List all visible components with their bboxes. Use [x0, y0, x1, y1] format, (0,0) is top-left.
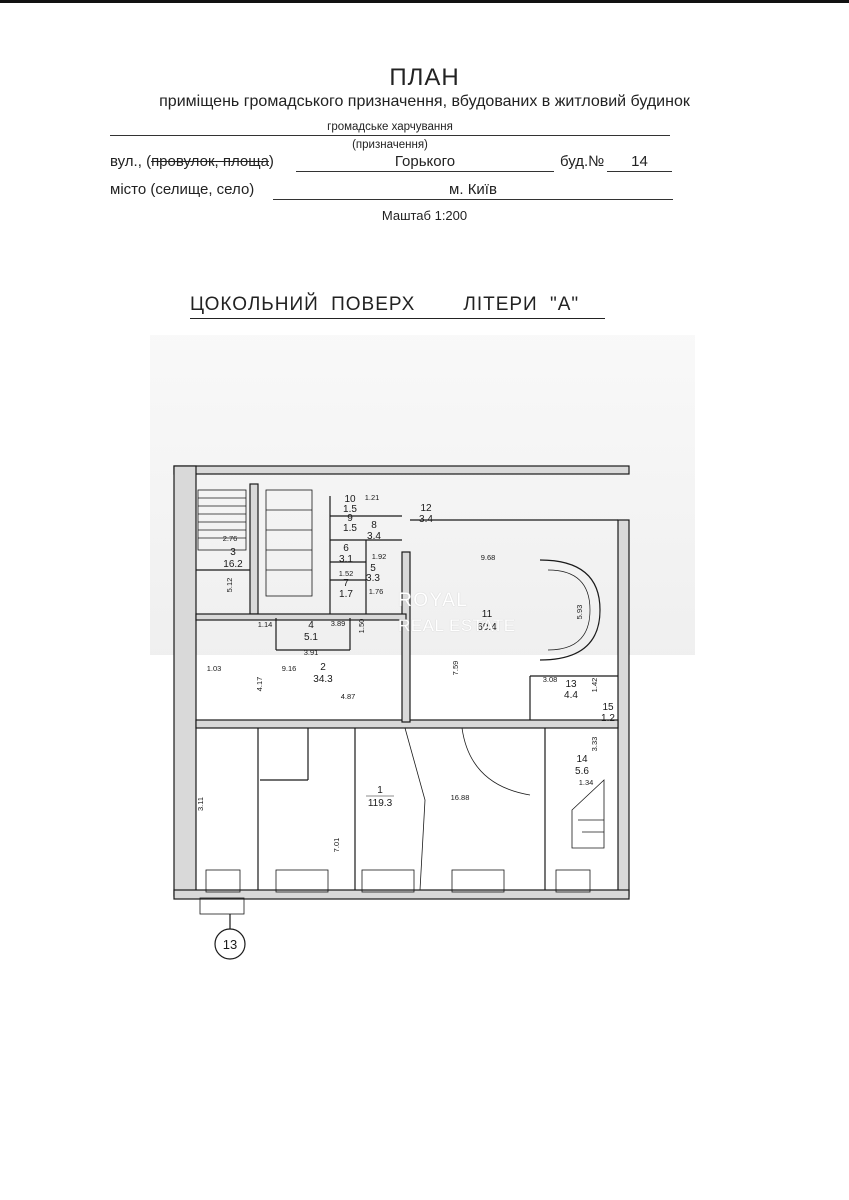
floor-name: ЦОКОЛЬНИЙ ПОВЕРХ	[190, 294, 416, 315]
dim-1-76: 1.76	[369, 587, 384, 596]
room-4-area: 5.1	[304, 632, 318, 643]
dim-1-92: 1.92	[372, 552, 387, 561]
dim-2-76: 2.76	[223, 534, 238, 543]
dim-1-50: 1.50	[357, 619, 366, 634]
room-6-number: 6	[343, 543, 349, 554]
dim-1-34: 1.34	[579, 778, 594, 787]
diagonal-wall	[404, 727, 426, 891]
room-9-number: 9	[347, 513, 353, 524]
purpose-caption: (призначення)	[352, 139, 428, 151]
room-3-area: 16.2	[223, 559, 243, 570]
room-5-area: 3.3	[366, 573, 380, 584]
windows	[199, 869, 591, 915]
dim-3-33: 3.33	[590, 737, 599, 752]
room-7-area: 1.7	[339, 589, 353, 600]
dim-3-11: 3.11	[196, 797, 205, 811]
watermark-background	[150, 335, 695, 655]
dim-1-03: 1.03	[207, 664, 222, 673]
dim-4-17: 4.17	[255, 677, 264, 692]
watermark-line-2: REAL ESTATE	[398, 616, 516, 635]
outer-walls	[173, 465, 630, 900]
city-label: місто (селище, село)	[110, 181, 255, 198]
stairs	[197, 489, 605, 849]
document-title: ПЛАН	[389, 64, 460, 91]
dim-3-08: 3.08	[543, 675, 558, 684]
room-2-area: 34.3	[313, 674, 333, 685]
dim-16-88: 16.88	[451, 793, 470, 802]
room-9-area: 1.5	[343, 523, 357, 534]
dim-1-14: 1.14	[258, 620, 273, 629]
room-10-area: 1.5	[343, 504, 357, 515]
room-11-area: 69.4	[477, 622, 497, 633]
room-15-area: 1.2	[601, 713, 615, 724]
room-8-area: 3.4	[367, 531, 381, 542]
room-13-area: 4.4	[564, 690, 578, 701]
room-11-number: 11	[482, 609, 493, 620]
city-value: м. Київ	[273, 181, 673, 200]
building-value: 14	[607, 153, 672, 172]
top-edge-rule	[0, 0, 849, 3]
dim-5-93: 5.93	[575, 605, 584, 620]
interior-partitions	[196, 496, 618, 890]
room-6-area: 3.1	[339, 554, 353, 565]
room-13-number: 13	[565, 679, 577, 690]
room-3-number: 3	[230, 547, 236, 558]
door-swing	[461, 727, 531, 796]
room-14-number: 14	[576, 754, 588, 765]
room-1-area: 119.3	[368, 798, 393, 809]
room-10-number: 10	[344, 494, 356, 505]
purpose-value: громадське харчування	[110, 121, 670, 136]
room-5-number: 5	[370, 563, 376, 574]
dim-4-87: 4.87	[341, 692, 356, 701]
dim-7-59: 7.59	[451, 661, 460, 676]
dim-3-89: 3.89	[331, 619, 346, 628]
watermark-line-1: ROYAL	[398, 590, 469, 611]
room-8-number: 8	[371, 520, 377, 531]
axis-marker-label: 13	[223, 937, 237, 952]
dim-1-52: 1.52	[339, 569, 354, 578]
room-2-number: 2	[320, 662, 326, 673]
room-14-area: 5.6	[575, 766, 589, 777]
building-label: буд.№	[560, 153, 605, 170]
dim-9-16: 9.16	[282, 664, 297, 673]
apse-wall	[539, 559, 601, 661]
apse-inner	[547, 569, 591, 651]
street-value: Горького	[296, 153, 554, 172]
dim-1-21: 1.21	[365, 493, 380, 502]
room-1-number: 1	[377, 785, 383, 796]
dim-7-01: 7.01	[332, 838, 341, 853]
room-15-number: 15	[602, 702, 614, 713]
scale-label: Маштаб 1:200	[381, 208, 468, 223]
dim-3-91: 3.91	[304, 648, 319, 657]
floor-heading: ЦОКОЛЬНИЙ ПОВЕРХ ЛІТЕРИ "А"	[190, 294, 605, 319]
document-subtitle: приміщень громадського призначення, вбуд…	[159, 93, 690, 110]
dim-5-12: 5.12	[225, 578, 234, 593]
room-7-number: 7	[343, 578, 349, 589]
floor-letter: ЛІТЕРИ "А"	[463, 294, 580, 315]
room-12-number: 12	[420, 503, 432, 514]
room-12-area: 3.4	[419, 514, 433, 525]
dim-9-68: 9.68	[481, 553, 496, 562]
street-label: вул., (провулок, площа)	[110, 153, 274, 170]
room-4-number: 4	[308, 620, 314, 631]
dim-1-42: 1.42	[590, 678, 599, 693]
